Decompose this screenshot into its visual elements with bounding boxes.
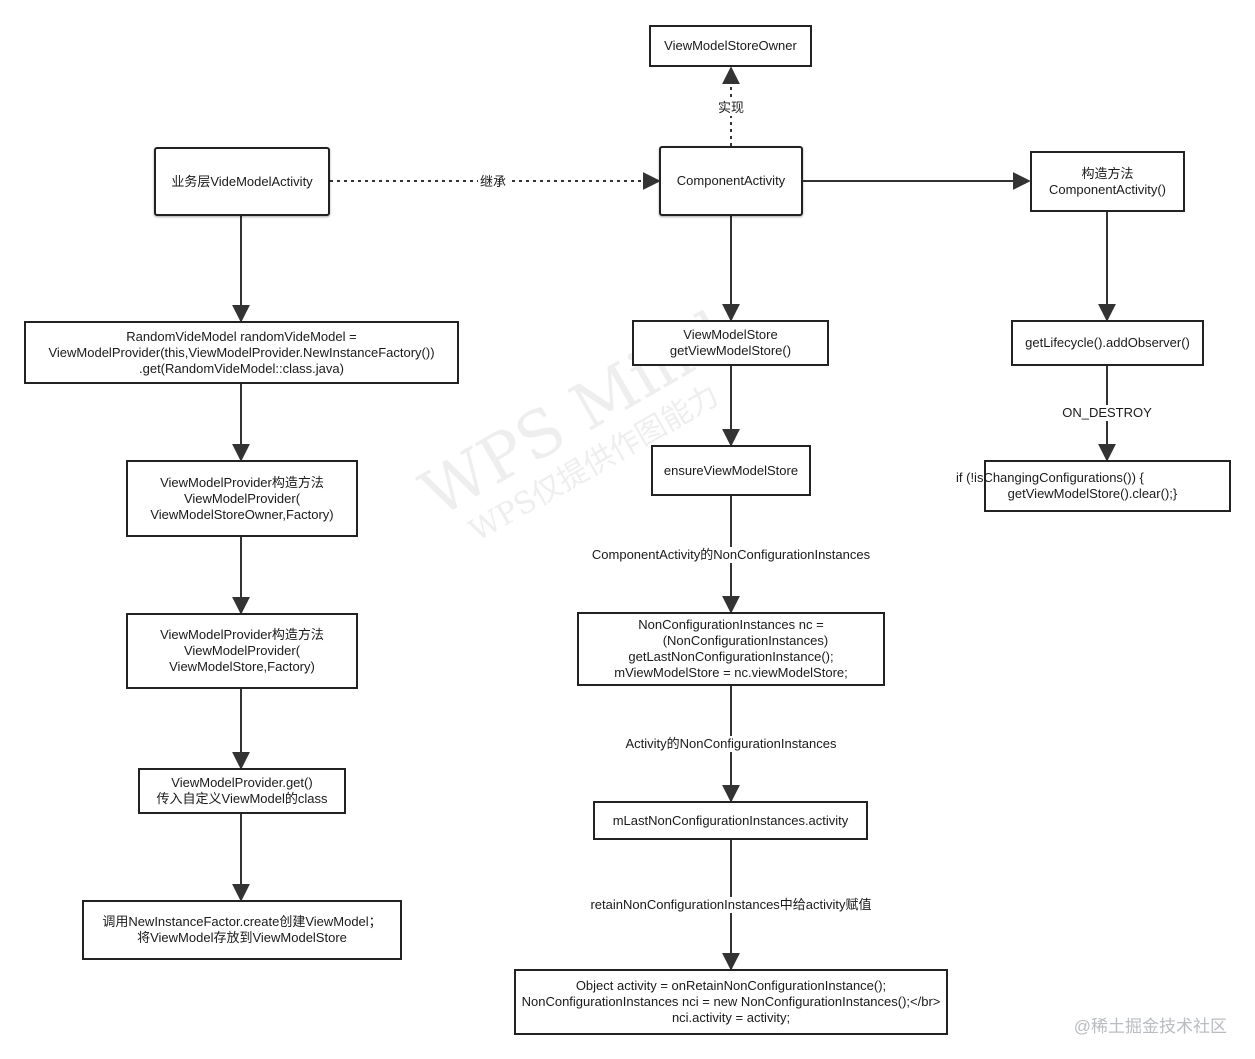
edge-label-implements: 实现 [715, 100, 747, 116]
node-get-viewmodelstore[interactable]: ViewModelStore getViewModelStore() [632, 320, 829, 366]
node-random-model[interactable]: RandomVideModel randomVideModel = ViewMo… [24, 321, 459, 384]
node-viewmodelstoreowner[interactable]: ViewModelStoreOwner [649, 25, 812, 67]
node-component-activity[interactable]: ComponentActivity [659, 146, 803, 216]
node-provider-get[interactable]: ViewModelProvider.get() 传入自定义ViewModel的c… [138, 768, 346, 814]
edge-label-activity-nc: Activity的NonConfigurationInstances [623, 736, 839, 752]
node-factory-create[interactable]: 调用NewInstanceFactor.create创建ViewModel； 将… [82, 900, 402, 960]
edge-label-on-destroy: ON_DESTROY [1060, 405, 1154, 421]
edge-label-retain-assign: retainNonConfigurationInstances中给activit… [588, 897, 874, 913]
node-add-observer[interactable]: getLifecycle().addObserver() [1011, 320, 1204, 366]
node-provider-ctor-store[interactable]: ViewModelProvider构造方法 ViewModelProvider(… [126, 613, 358, 689]
node-biz-activity[interactable]: 业务层VideModelActivity [154, 147, 330, 216]
node-last-nc-activity[interactable]: mLastNonConfigurationInstances.activity [593, 801, 868, 840]
edge-label-inherits: 继承 [477, 174, 509, 190]
node-retain-code[interactable]: Object activity = onRetainNonConfigurati… [514, 969, 948, 1035]
node-constructor[interactable]: 构造方法 ComponentActivity() [1030, 151, 1185, 212]
node-nc-assign[interactable]: NonConfigurationInstances nc = (NonConfi… [577, 612, 885, 686]
node-provider-ctor-owner[interactable]: ViewModelProvider构造方法 ViewModelProvider(… [126, 460, 358, 537]
node-ensure-viewmodelstore[interactable]: ensureViewModelStore [651, 445, 811, 496]
node-clear-store[interactable]: if (!isChangingConfigurations()) { getVi… [956, 460, 1231, 512]
credit-text: @稀土掘金技术社区 [1073, 1017, 1227, 1036]
edge-label-component-nc: ComponentActivity的NonConfigurationInstan… [589, 547, 873, 563]
